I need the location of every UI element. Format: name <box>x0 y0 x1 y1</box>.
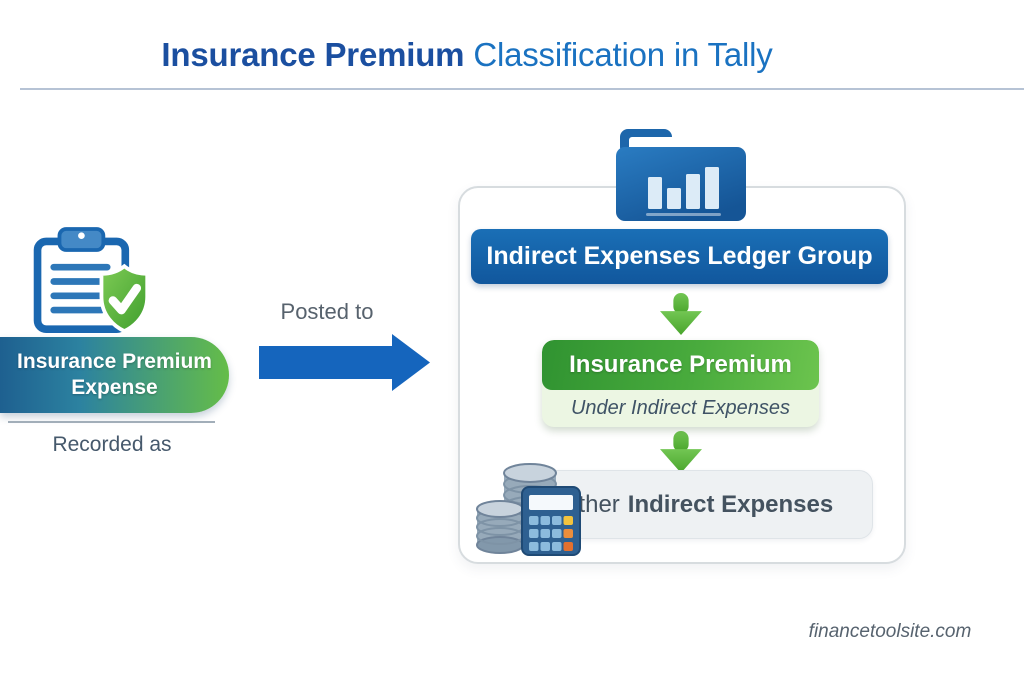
insurance-premium-title-label: Insurance Premium <box>569 351 792 378</box>
insurance-premium-title: Insurance Premium <box>542 340 819 390</box>
insurance-premium-expense-card: Insurance Premium Expense <box>0 337 229 413</box>
page-title-emphasis: Insurance Premium <box>161 36 465 73</box>
other-expenses-label: Indirect Expenses <box>627 490 834 518</box>
insurance-premium-subtitle-label: Under Indirect Expenses <box>570 397 790 419</box>
down-arrow-icon <box>659 431 703 473</box>
down-arrow-icon <box>659 293 703 335</box>
footer-watermark: financetoolsite.com <box>808 621 972 642</box>
recorded-as-caption: Recorded as <box>52 433 172 456</box>
recorded-as-divider <box>8 421 215 423</box>
insurance-premium-ledger-card: Insurance Premium Under Indirect Expense… <box>542 340 819 427</box>
posted-to-label: Posted to <box>280 299 374 324</box>
expense-card-line2: Expense <box>71 376 158 399</box>
page-title-rest: Classification in Tally <box>473 36 773 73</box>
right-arrow-icon <box>259 334 430 392</box>
insurance-premium-subtitle: Under Indirect Expenses <box>542 390 819 427</box>
expense-card-line1: Insurance Premium <box>17 350 212 373</box>
title-divider <box>20 88 1024 90</box>
folder-bar-chart-icon <box>614 123 748 223</box>
indirect-expenses-group-header: Indirect Expenses Ledger Group <box>471 229 888 284</box>
coins-calculator-icon <box>476 459 582 557</box>
group-header-label: Indirect Expenses Ledger Group <box>486 242 873 270</box>
clipboard-shield-check-icon <box>28 226 152 336</box>
